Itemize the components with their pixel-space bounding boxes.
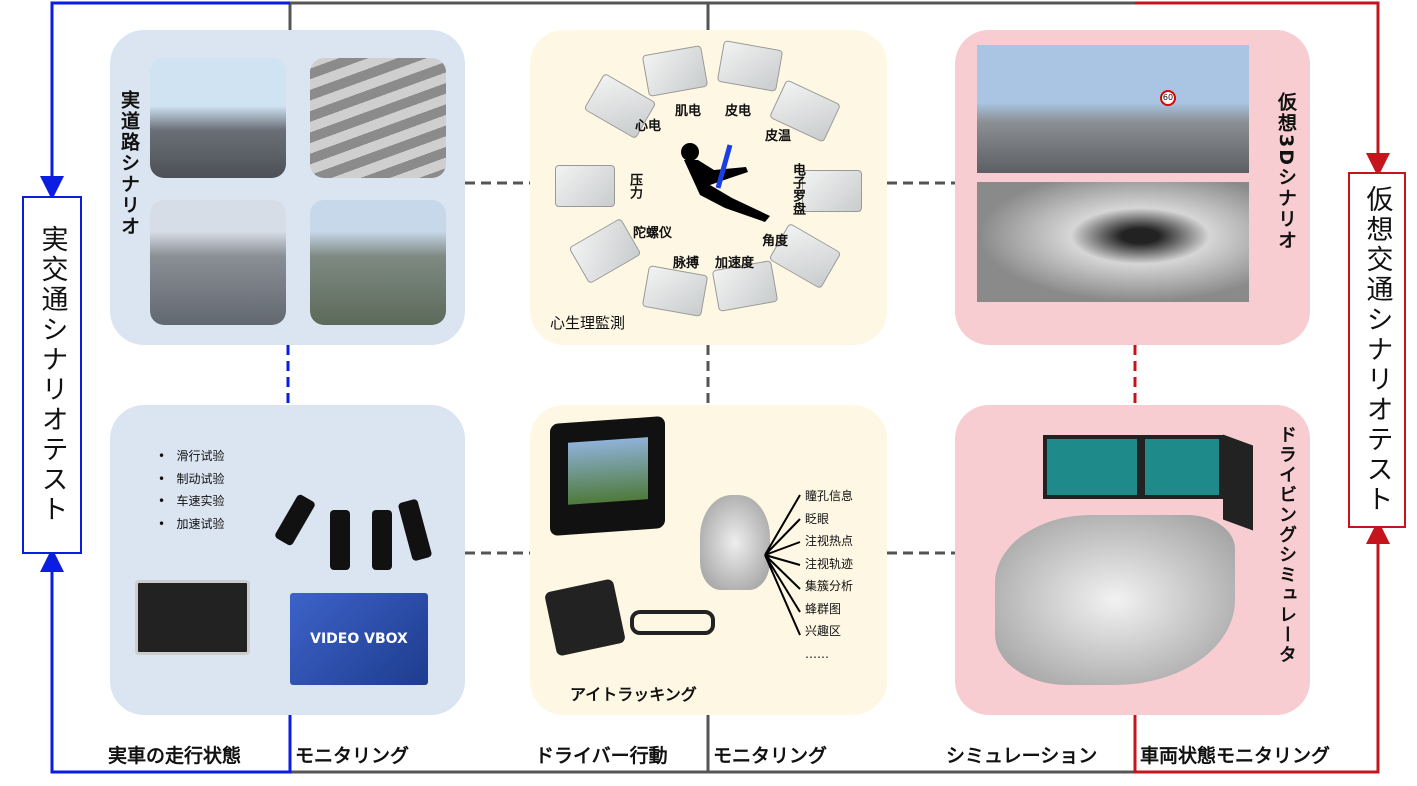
caption-driver-behavior: ドライバー行動 — [535, 745, 668, 767]
tablet-device — [550, 415, 665, 537]
eye-tracking-panel: 瞳孔信息 眨眼 注视热点 注视轨迹 集簇分析 蜂群图 兴趣区 …… アイトラッキ… — [530, 405, 887, 715]
test-list: • 滑行试验 • 制动试验 • 车速实验 • 加速试验 — [158, 445, 225, 535]
monitor-screen — [135, 580, 250, 655]
panel-title: アイトラッキング — [570, 685, 697, 704]
caption-monitoring: モニタリング — [713, 745, 828, 767]
physiological-monitoring-panel: 心电 肌电 皮电 皮温 电子罗盘 角度 加速度 脉搏 陀螺仪 压力 心生理監測 — [530, 30, 887, 345]
list-item: 注视轨迹 — [805, 556, 854, 571]
virtual-tunnel-image — [977, 182, 1249, 302]
list-item: 瞳孔信息 — [805, 489, 854, 503]
list-item: 眨眼 — [805, 511, 830, 526]
simulator-screen — [1141, 435, 1223, 499]
simulator-screen — [1043, 435, 1141, 499]
camera-sensor — [330, 510, 350, 570]
list-item: 兴趣区 — [805, 624, 842, 638]
caption-vehicle-state-monitoring: 車両状態モニタリング — [1140, 745, 1331, 767]
sensor-device — [555, 165, 615, 207]
panel-title: ドライビングシミュレータ — [1276, 425, 1297, 665]
list-item: • 车速实验 — [158, 494, 225, 508]
sensor-label: 加速度 — [715, 256, 755, 271]
eye-tracking-outputs: 瞳孔信息 眨眼 注视热点 注视轨迹 集簇分析 蜂群图 兴趣区 …… — [805, 485, 853, 665]
camera-sensor — [273, 493, 317, 547]
city-aerial-photo — [310, 200, 446, 325]
mannequin-head — [700, 495, 770, 590]
panel-title: 実道路シナリオ — [118, 90, 140, 237]
sensor-label: 角度 — [762, 234, 789, 249]
sensor-device — [641, 45, 709, 97]
simulator-cockpit — [995, 515, 1235, 685]
list-item: • 加速试验 — [158, 516, 225, 531]
list-item: …… — [805, 646, 829, 661]
speed-limit-sign: 60 — [1160, 90, 1176, 106]
sensor-label: 脉搏 — [673, 256, 700, 271]
traffic-jam-photo — [150, 200, 286, 325]
eye-tracking-glasses — [630, 610, 715, 635]
road-photo — [150, 58, 286, 178]
caption-monitoring: モニタリング — [295, 745, 410, 767]
list-item: • 制动试验 — [158, 471, 225, 486]
output-arrows — [764, 494, 801, 636]
sensor-device — [802, 170, 862, 212]
video-vbox-device: VIDEO VBOX — [290, 593, 428, 685]
driving-simulator-panel: ドライビングシミュレータ — [955, 405, 1310, 715]
sensor-label: 压力 — [627, 173, 642, 199]
real-traffic-test-box: 実交通シナリオテスト — [22, 196, 82, 554]
vehicle-test-panel: • 滑行试验 • 制动试验 • 车速实验 • 加速试验 VIDEO VBOX — [110, 405, 465, 715]
sensor-label: 肌电 — [675, 104, 702, 119]
sensor-device — [568, 217, 642, 285]
sensor-label: 电子罗盘 — [790, 163, 805, 215]
list-item: 注视热点 — [805, 534, 854, 548]
caption-simulation: シミュレーション — [946, 745, 1098, 767]
sensor-label: 皮电 — [725, 104, 752, 119]
recording-unit — [544, 578, 626, 657]
panel-title: 心生理監測 — [550, 314, 626, 332]
sensor-device — [716, 40, 784, 92]
sensor-device — [641, 265, 709, 317]
real-road-scenario-panel: 実道路シナリオ — [110, 30, 465, 345]
virtual-3d-scenario-panel: 60 仮想3Dシナリオ — [955, 30, 1310, 345]
camera-sensor — [397, 498, 433, 562]
sensor-label: 心电 — [635, 119, 662, 134]
list-item: 集簇分析 — [805, 579, 854, 593]
simulator-screen — [1223, 434, 1253, 531]
sensor-label: 皮温 — [765, 129, 792, 144]
panel-title: 仮想3Dシナリオ — [1275, 92, 1297, 251]
driver-silhouette-icon — [681, 143, 770, 222]
virtual-highway-image: 60 — [977, 45, 1249, 173]
sensor-label: 陀螺仪 — [633, 226, 673, 241]
virtual-traffic-test-box: 仮想交通シナリオテスト — [1348, 172, 1406, 528]
list-item: 蜂群图 — [805, 601, 842, 616]
camera-sensor — [372, 510, 392, 570]
caption-vehicle-state: 実車の走行状態 — [108, 745, 242, 767]
list-item: • 滑行试验 — [158, 449, 225, 463]
crosswalk-photo — [310, 58, 446, 178]
